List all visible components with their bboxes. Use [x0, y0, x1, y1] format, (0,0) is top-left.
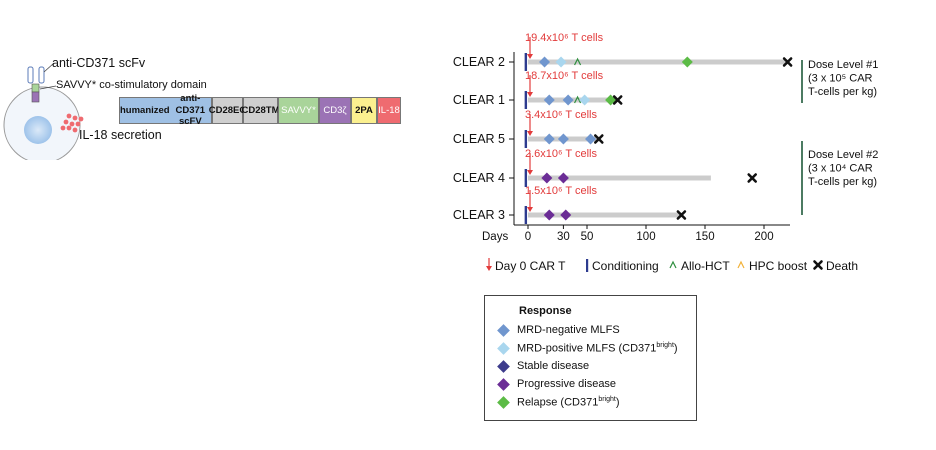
day0-arrowhead	[527, 54, 533, 59]
response-marker	[543, 133, 555, 145]
response-marker	[579, 94, 591, 106]
day0-arrowhead	[527, 170, 533, 175]
response-legend-item: Stable disease	[497, 359, 590, 373]
diamond-icon	[497, 323, 510, 337]
response-legend-item: Progressive disease	[497, 377, 617, 391]
legend-hpc-label: HPC boost	[749, 259, 808, 273]
dose-label: 19.4x10⁶ T cells	[525, 32, 604, 44]
conditioning-marker	[524, 130, 528, 148]
diamond-icon	[497, 341, 510, 355]
response-legend-label: Progressive disease	[517, 378, 617, 390]
scfv-label: anti-CD371 scFv	[52, 56, 146, 70]
legend-hpc-icon	[737, 260, 745, 269]
conditioning-marker	[524, 169, 528, 187]
diamond-icon	[497, 377, 510, 391]
construct-segment: IL-18	[377, 97, 401, 124]
death-marker	[612, 95, 623, 105]
response-marker	[543, 209, 555, 221]
car-t-cell-illustration	[3, 62, 84, 160]
conditioning-marker	[524, 91, 528, 109]
dose-level-text: Dose Level #1	[808, 59, 878, 71]
response-marker	[555, 56, 567, 68]
response-legend-item: MRD-negative MLFS	[497, 323, 620, 337]
response-legend-item: MRD-positive MLFS (CD371bright)	[497, 341, 678, 355]
il18-label: IL-18 secretion	[79, 128, 162, 142]
legend-allo-icon	[669, 260, 677, 269]
construct-segment: 2PA	[351, 97, 377, 124]
dose-level-text: Dose Level #2	[808, 149, 878, 161]
legend-allo-label: Allo-HCT	[681, 259, 730, 273]
dose-level-text: (3 x 10⁵ CAR	[808, 73, 873, 85]
patient-label: CLEAR 3	[453, 208, 505, 222]
legend-conditioning-icon	[586, 259, 589, 272]
response-legend-label: Relapse (CD371bright)	[517, 396, 620, 409]
x-tick-label: 50	[581, 231, 594, 243]
x-axis-label: Days	[482, 231, 508, 243]
response-marker	[557, 172, 569, 184]
il18-dots	[60, 113, 84, 133]
patient-label: CLEAR 5	[453, 132, 505, 146]
x-tick-label: 100	[636, 231, 655, 243]
allo-hct-marker	[574, 57, 582, 66]
response-marker	[541, 172, 553, 184]
x-tick-label: 0	[525, 231, 531, 243]
x-tick-label: 30	[557, 231, 570, 243]
legend-day0-label: Day 0 CAR T	[495, 259, 566, 273]
dose-level-text: T-cells per kg)	[808, 86, 877, 98]
response-legend-label: MRD-negative MLFS	[517, 324, 620, 336]
patient-label: CLEAR 4	[453, 171, 505, 185]
diamond-icon	[497, 395, 510, 409]
dose-label: 1.5x10⁶ T cells	[525, 185, 597, 197]
response-marker	[543, 94, 555, 106]
response-legend-title: Response	[519, 305, 572, 317]
conditioning-marker	[524, 53, 528, 71]
response-legend-label: MRD-positive MLFS (CD371bright)	[517, 342, 678, 355]
response-legend: Response MRD-negative MLFS MRD-positive M…	[484, 295, 697, 421]
conditioning-marker	[524, 206, 528, 224]
response-marker	[557, 133, 569, 145]
construct-segment: CD3ζ	[319, 97, 351, 124]
legend-arrowhead-icon	[486, 266, 492, 271]
x-tick-label: 150	[695, 231, 714, 243]
death-marker	[782, 57, 793, 67]
response-marker	[585, 133, 597, 145]
savvy-label: SAVVY* co-stimulatory domain	[56, 79, 207, 91]
dose-level-text: T-cells per kg)	[808, 176, 877, 188]
response-legend-label: Stable disease	[517, 360, 590, 372]
construct-segment: SAVVY*	[278, 97, 319, 124]
legend-conditioning-label: Conditioning	[592, 259, 659, 273]
response-legend-item: Relapse (CD371bright)	[497, 395, 620, 409]
patient-label: CLEAR 1	[453, 93, 505, 107]
follow-up-bar	[528, 212, 682, 218]
legend-death-icon	[813, 260, 823, 270]
day0-arrowhead	[527, 131, 533, 136]
dose-label: 18.7x10⁶ T cells	[525, 70, 604, 82]
allo-hct-marker	[574, 95, 582, 104]
follow-up-bar	[528, 59, 788, 65]
response-marker	[562, 94, 574, 106]
death-marker	[747, 173, 758, 183]
dose-level-text: (3 x 10⁴ CAR	[808, 163, 873, 175]
response-marker	[539, 56, 551, 68]
day0-arrowhead	[527, 207, 533, 212]
response-marker	[560, 209, 572, 221]
dose-label: 2.6x10⁶ T cells	[525, 148, 597, 160]
follow-up-bar	[528, 175, 711, 181]
patient-label: CLEAR 2	[453, 55, 505, 69]
day0-arrowhead	[527, 92, 533, 97]
death-marker	[676, 210, 687, 220]
dose-label: 3.4x10⁶ T cells	[525, 109, 597, 121]
x-tick-label: 200	[754, 231, 773, 243]
response-marker	[681, 56, 693, 68]
death-marker	[593, 134, 604, 144]
legend-death-label: Death	[826, 259, 858, 273]
diamond-icon	[497, 359, 510, 373]
